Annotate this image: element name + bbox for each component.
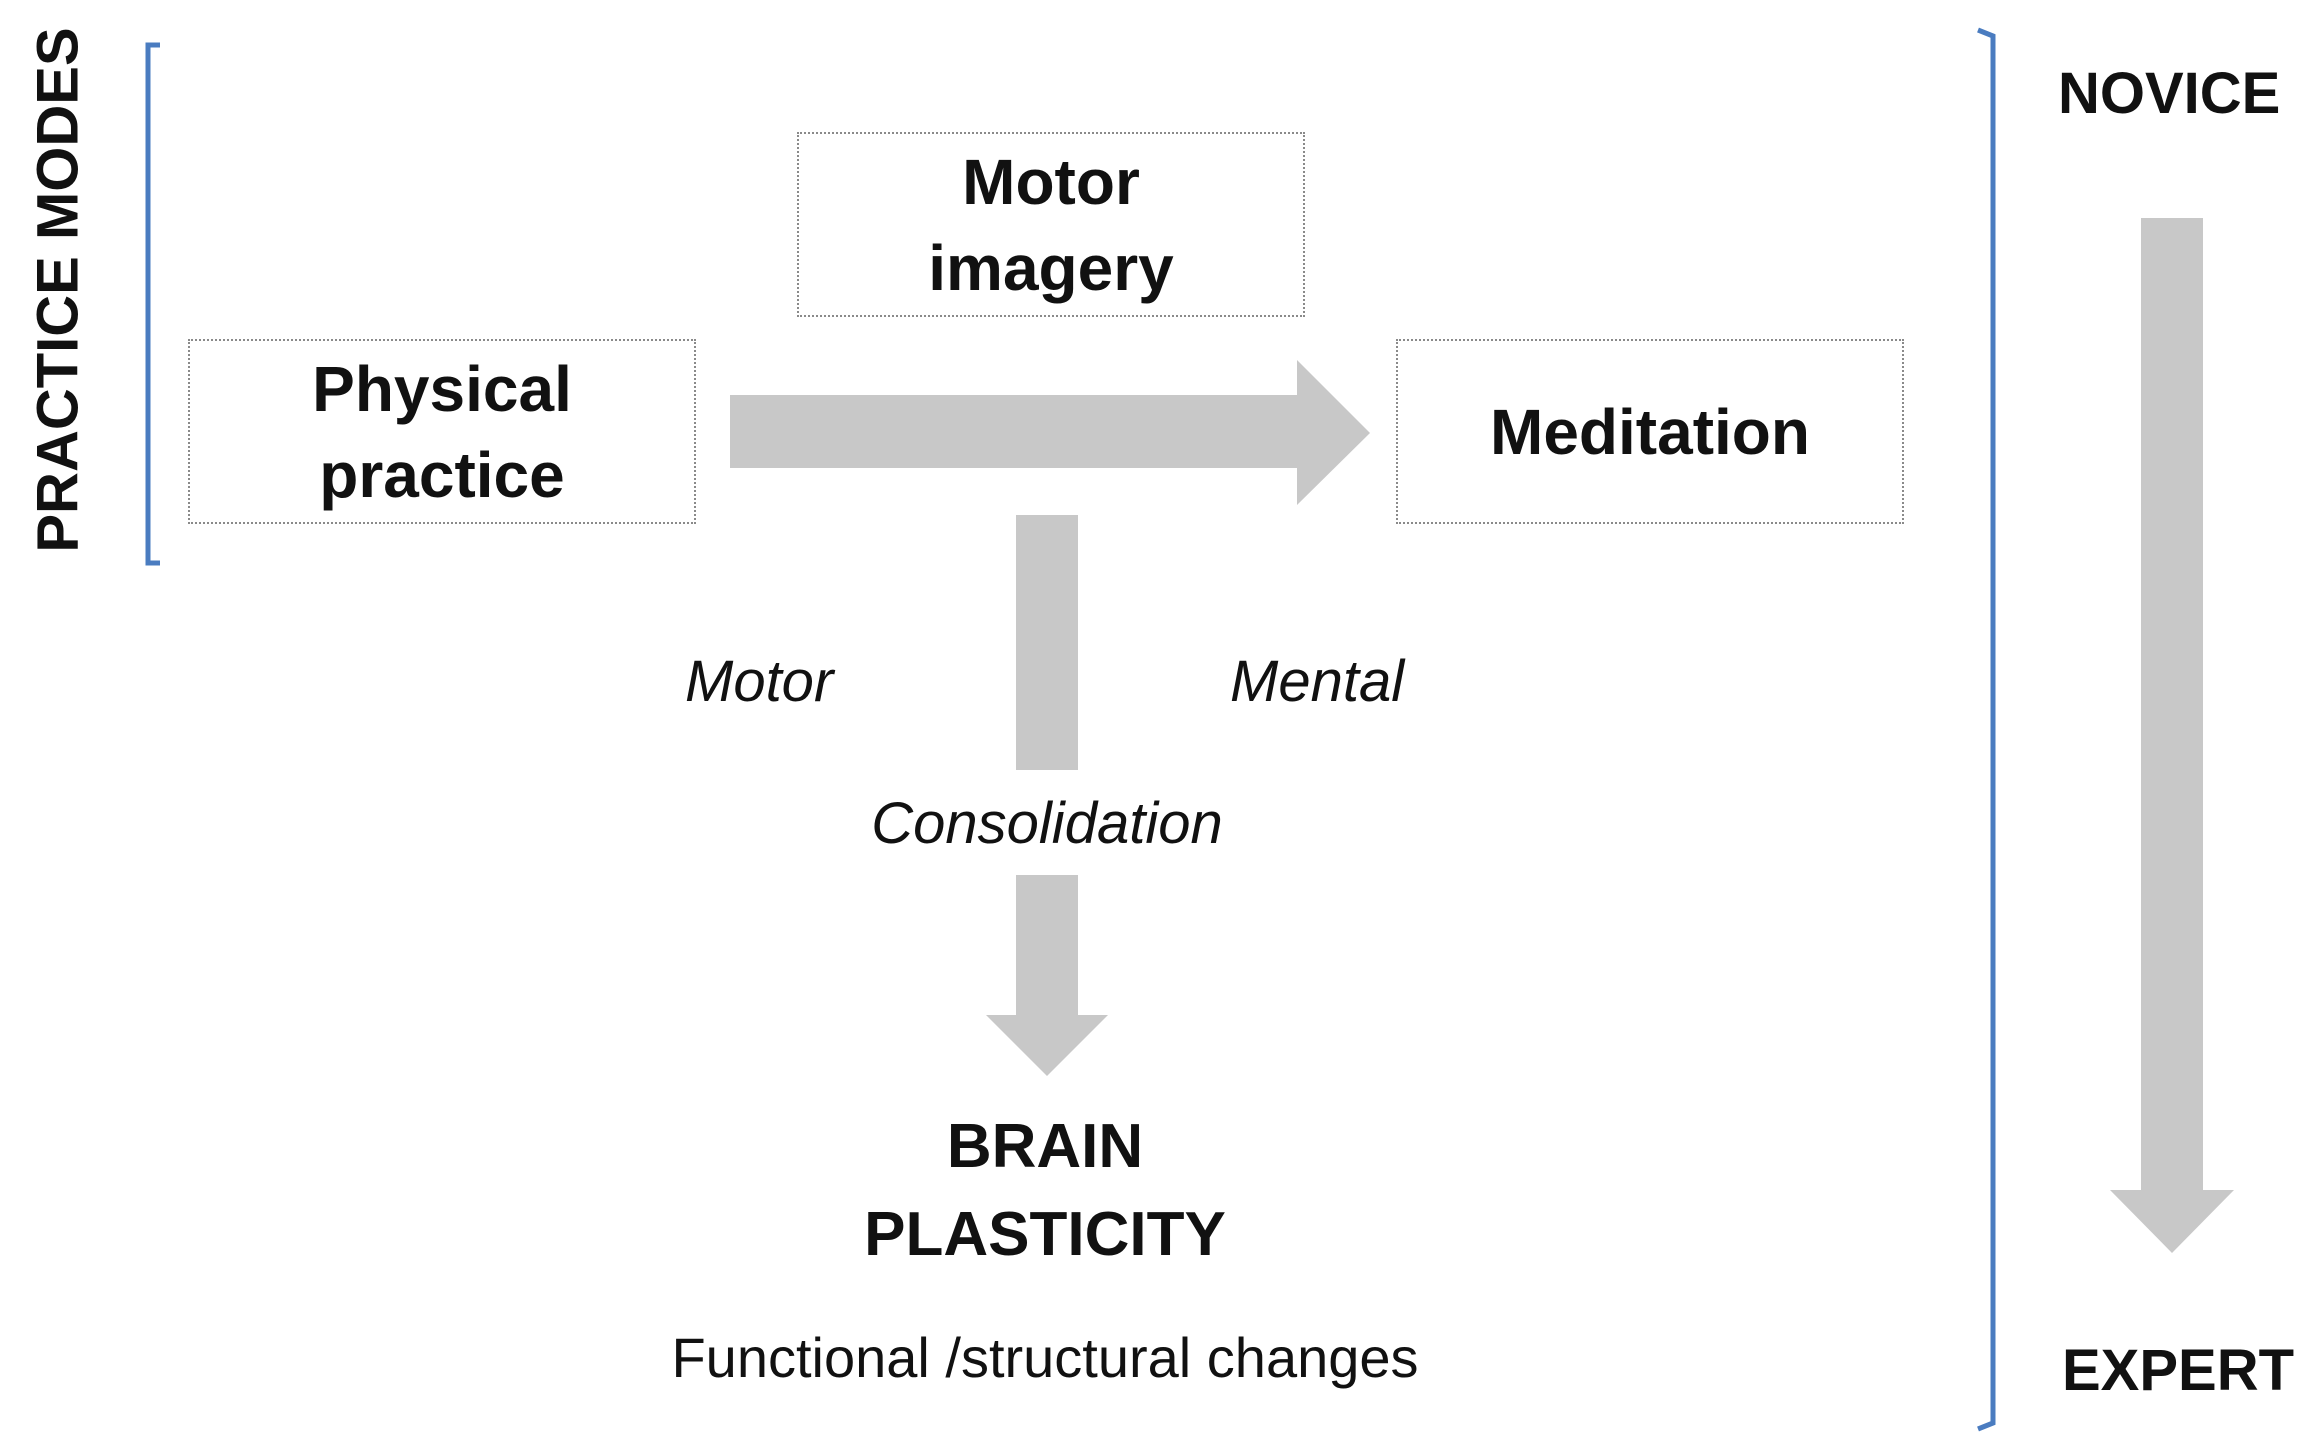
motor-imagery-label: Motor imagery xyxy=(928,145,1174,304)
practice-modes-text: PRACTICE MODES xyxy=(25,27,91,553)
brain-plasticity-subtitle: Functional /structural changes xyxy=(671,1326,1419,1389)
horizontal-arrow xyxy=(730,360,1370,505)
meditation-label: Meditation xyxy=(1490,395,1810,468)
practice-modes-label: PRACTICE MODES xyxy=(25,27,92,552)
box-physical-practice: Physical practice xyxy=(188,339,696,524)
right-bracket xyxy=(1977,27,1996,1432)
brain-plasticity-line1: BRAIN xyxy=(946,1112,1144,1181)
consolidation-label: Consolidation xyxy=(871,791,1223,856)
expert-label: EXPERT xyxy=(2062,1338,2295,1403)
brain-plasticity-line2: PLASTICITY xyxy=(864,1200,1226,1269)
novice-to-expert-arrow xyxy=(2110,218,2234,1253)
physical-practice-label: Physical practice xyxy=(312,352,572,511)
brain-plasticity-title: BRAIN PLASTICITY xyxy=(864,1103,1226,1279)
vertical-arrow-down xyxy=(986,875,1108,1076)
box-motor-imagery: Motor imagery xyxy=(797,132,1305,317)
left-bracket xyxy=(145,42,160,566)
motor-label: Motor xyxy=(685,649,834,714)
mental-label: Mental xyxy=(1230,649,1405,714)
box-meditation: Meditation xyxy=(1396,339,1904,524)
novice-label: NOVICE xyxy=(2058,61,2281,126)
vertical-bar-upper xyxy=(1016,515,1078,770)
